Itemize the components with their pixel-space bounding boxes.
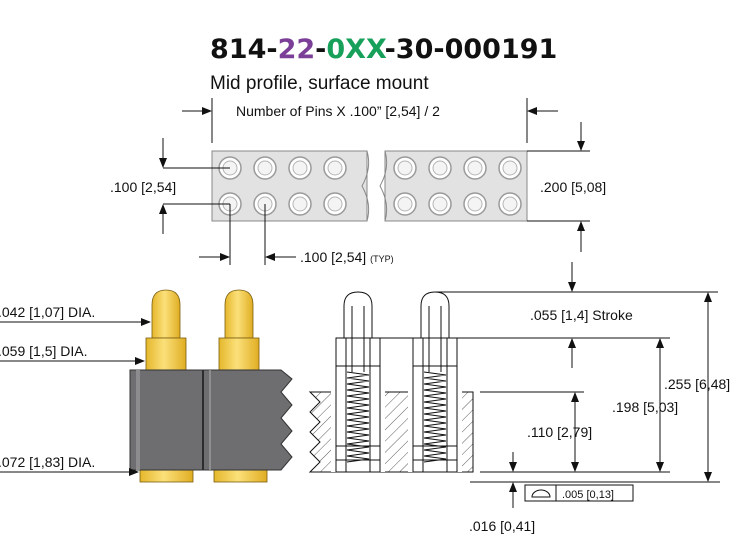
- side-view-insulator: [129, 369, 293, 471]
- flatness-frame: [524, 484, 634, 502]
- pin-hole-inner: [467, 196, 483, 212]
- subtitle: Mid profile, surface mount: [210, 73, 429, 94]
- pin-hole-inner: [257, 160, 273, 176]
- pin-hole-inner: [327, 160, 343, 176]
- part-number: 814-22-0XX-30-000191: [210, 34, 557, 65]
- pin-hole-inner: [502, 160, 518, 176]
- pin-hole-inner: [292, 160, 308, 176]
- pin-pitch-label: .100 [2,54](TYP): [300, 249, 394, 265]
- total-height-label: .255 [6,48]: [664, 376, 730, 392]
- pin-hole-inner: [397, 160, 413, 176]
- pin-hole-inner: [292, 196, 308, 212]
- row-width-label: .200 [5,08]: [540, 179, 606, 195]
- spring: [423, 371, 447, 463]
- row-pitch-label: .100 [2,54]: [110, 179, 176, 195]
- base-dia-label: .072 [1,83] DIA.: [0, 454, 95, 470]
- pin-hole-inner: [432, 196, 448, 212]
- top-view-holes: [218, 156, 522, 216]
- tip-dia-label: .042 [1,07] DIA.: [0, 304, 95, 320]
- stroke-label: .055 [1,4] Stroke: [530, 307, 633, 323]
- flatness-label: .005 [0,13]: [562, 489, 614, 501]
- barrel-dia-label: .059 [1,5] DIA.: [0, 343, 88, 359]
- spring-coils: [346, 371, 447, 463]
- pin-hole-inner: [397, 196, 413, 212]
- pin-hole-inner: [467, 160, 483, 176]
- pin-hole-inner: [327, 196, 343, 212]
- pin-hole-inner: [432, 160, 448, 176]
- section-view: [308, 291, 474, 473]
- width-formula: Number of Pins X .100” [2,54] / 2: [236, 103, 440, 119]
- spring: [346, 371, 370, 463]
- pin-hole-inner: [502, 196, 518, 212]
- bottom-label: .016 [0,41]: [469, 518, 535, 534]
- above-board-label: .198 [5,03]: [612, 399, 678, 415]
- insulator-label: .110 [2,79]: [527, 424, 592, 440]
